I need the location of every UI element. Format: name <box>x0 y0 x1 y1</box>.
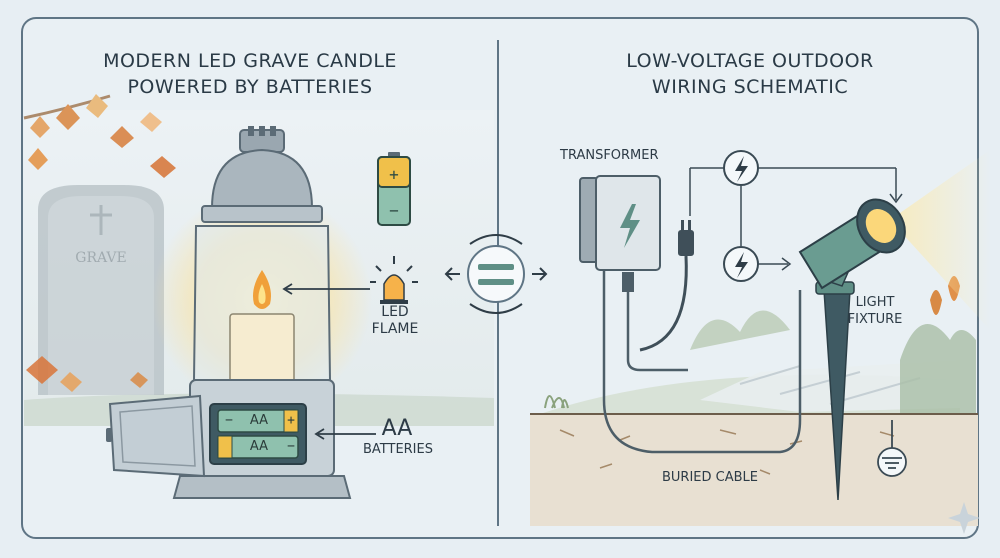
schematic-lines <box>689 167 903 271</box>
light-fixture <box>798 150 990 501</box>
left-title: MODERN LED GRAVE CANDLE POWERED BY BATTE… <box>60 48 440 100</box>
battery-door <box>108 394 206 478</box>
left-title-line1: MODERN LED GRAVE CANDLE <box>103 50 397 72</box>
batteries-label: BATTERIES <box>362 442 433 457</box>
transformer-label: TRANSFORMER <box>560 148 659 163</box>
plug-icon <box>639 220 694 352</box>
wiring <box>602 270 802 454</box>
ground-icon <box>877 420 907 477</box>
tombstone: GRAVE <box>38 185 164 395</box>
lightning-icon <box>620 204 640 248</box>
led-flame-label-line2: FLAME <box>371 321 419 337</box>
left-title-line2: POWERED BY BATTERIES <box>127 76 373 98</box>
light-fixture-label-line1: LIGHT <box>855 295 895 310</box>
svg-text:−: − <box>389 201 399 220</box>
light-fixture-label-line2: FIXTURE <box>847 312 903 327</box>
sparkle-icon <box>948 502 980 534</box>
cell-minus-bottom: − <box>287 439 295 454</box>
led-flame-label: LED FLAME <box>360 304 430 338</box>
left-pointers <box>282 283 376 440</box>
cell-minus: − <box>225 413 233 428</box>
battery-icon: + − <box>377 152 411 226</box>
autumn-leaves <box>23 94 176 392</box>
lightning-icon <box>723 150 759 282</box>
equivalence-icon <box>444 234 548 314</box>
cell-bottom-label: AA <box>249 439 269 454</box>
led-flame-label-line1: LED <box>381 304 409 320</box>
svg-text:+: + <box>389 165 399 184</box>
led-icon <box>370 256 418 304</box>
cell-top-label: AA <box>249 413 269 428</box>
right-title-line1: LOW-VOLTAGE OUTDOOR <box>626 50 874 72</box>
grave-text: GRAVE <box>75 250 126 266</box>
grave-candle <box>106 126 372 499</box>
right-title: LOW-VOLTAGE OUTDOOR WIRING SCHEMATIC <box>560 48 940 100</box>
transformer <box>579 175 661 292</box>
light-fixture-label: LIGHT FIXTURE <box>830 294 920 328</box>
buried-cable-label: BURIED CABLE <box>661 470 758 485</box>
aa-label: AA <box>381 416 413 441</box>
right-title-line2: WIRING SCHEMATIC <box>651 76 849 98</box>
cell-plus: + <box>287 413 295 428</box>
